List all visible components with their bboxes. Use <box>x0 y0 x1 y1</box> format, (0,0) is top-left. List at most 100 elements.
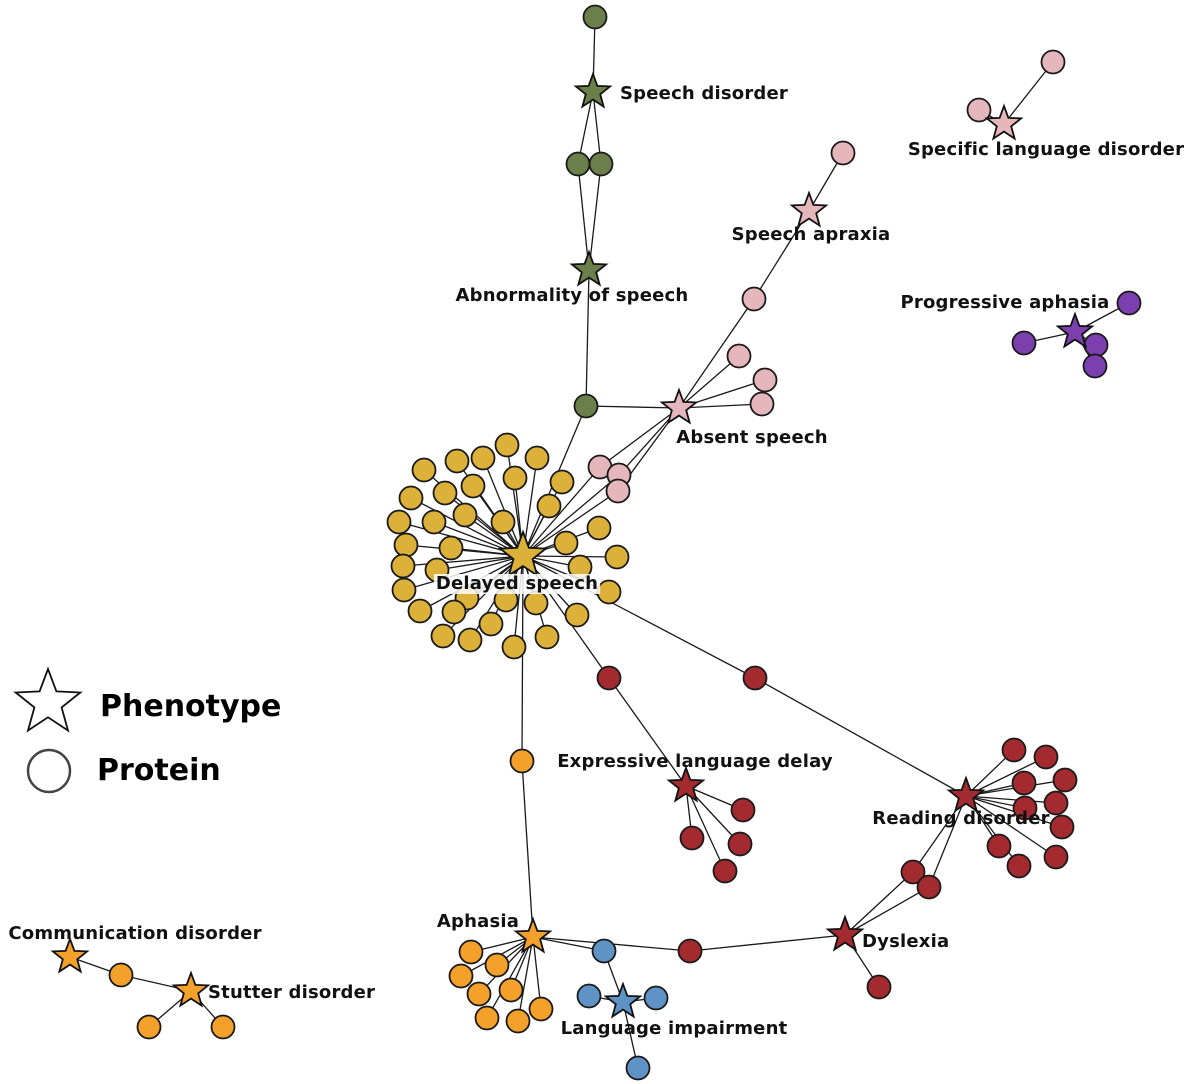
protein-node-y12 <box>452 502 478 528</box>
protein-node-b4 <box>625 1055 651 1081</box>
protein-node-y1 <box>494 432 520 458</box>
protein-node-y7 <box>502 465 528 491</box>
protein-node-y5 <box>411 457 437 483</box>
protein-node-y35 <box>534 624 560 650</box>
edge-r15-reading_disorder <box>965 795 1057 858</box>
protein-node-o1 <box>509 748 535 774</box>
edge-r6-expressive_language_delay <box>685 785 726 872</box>
protein-node-r14 <box>986 833 1012 859</box>
phenotype-star-communication_disorder <box>50 936 90 974</box>
edge-o9-aphasia <box>517 936 534 1022</box>
protein-node-y9 <box>432 480 458 506</box>
edge-g4-absent_speech <box>585 405 680 409</box>
protein-node-r8 <box>1033 744 1059 770</box>
edge-p5-absent_speech <box>678 355 740 409</box>
protein-node-p5 <box>726 343 752 369</box>
protein-node-o2 <box>458 939 484 965</box>
edge-p4-absent_speech <box>678 298 755 409</box>
protein-node-r15 <box>1043 844 1069 870</box>
edge-r2-reading_disorder <box>754 677 967 797</box>
edge-r19-dyslexia <box>689 934 846 952</box>
protein-node-y20 <box>604 544 630 570</box>
legend-protein-label: Protein <box>97 753 221 788</box>
legend-phenotype-label: Phenotype <box>100 689 281 724</box>
phenotype-star-speech_apraxia <box>789 190 829 228</box>
edge-p10-delayed_speech <box>522 490 619 557</box>
protein-node-u1 <box>1116 290 1142 316</box>
edge-y24-delayed_speech <box>403 555 524 591</box>
protein-node-o3 <box>484 952 510 978</box>
protein-node-r12 <box>1043 790 1069 816</box>
protein-node-y2 <box>444 448 470 474</box>
protein-node-y36 <box>501 634 527 660</box>
protein-node-r11 <box>1012 795 1038 821</box>
edge-y22-delayed_speech <box>436 555 524 571</box>
legend-circle-icon <box>26 748 72 794</box>
edge-r1-expressive_language_delay <box>608 677 687 787</box>
protein-node-r7 <box>1001 737 1027 763</box>
phenotype-label-communication_disorder: Communication disorder <box>8 923 261 944</box>
protein-node-o8 <box>474 1005 500 1031</box>
protein-node-r5 <box>727 831 753 857</box>
edge-o1-aphasia <box>521 760 534 938</box>
label-background <box>433 574 601 594</box>
protein-node-o10 <box>108 962 134 988</box>
protein-node-y32 <box>441 599 467 625</box>
phenotype-star-delayed_speech <box>497 529 549 578</box>
phenotype-star-aphasia <box>513 916 553 954</box>
protein-node-r3 <box>730 797 756 823</box>
protein-node-o12 <box>210 1014 236 1040</box>
edge-y3-delayed_speech <box>482 457 524 557</box>
phenotype-label-abnormality_of_speech: Abnormality of speech <box>456 285 689 306</box>
phenotype-label-specific_language_disorder: Specific language disorder <box>908 139 1184 160</box>
protein-node-p1 <box>1040 49 1066 75</box>
protein-node-y13 <box>490 509 516 535</box>
protein-node-r18 <box>916 874 942 900</box>
edge-y21-delayed_speech <box>402 555 524 567</box>
protein-node-y10 <box>398 485 424 511</box>
protein-node-y8 <box>549 469 575 495</box>
phenotype-label-absent_speech: Absent speech <box>676 427 828 448</box>
edge-p8-absent_speech <box>599 407 680 468</box>
protein-node-y21 <box>390 553 416 579</box>
protein-node-y4 <box>524 445 550 471</box>
protein-node-p10 <box>605 478 631 504</box>
protein-node-y19 <box>553 530 579 556</box>
phenotype-star-abnormality_of_speech <box>569 249 609 287</box>
protein-node-y14 <box>421 509 447 535</box>
protein-node-y29 <box>407 598 433 624</box>
edge-g2-abnormality_of_speech <box>577 163 590 271</box>
protein-node-p6 <box>752 367 778 393</box>
edge-g4-abnormality_of_speech <box>585 269 590 407</box>
protein-node-u4 <box>1082 353 1108 379</box>
edge-r18-reading_disorder <box>928 795 967 888</box>
protein-node-y18 <box>438 535 464 561</box>
protein-node-u2 <box>1011 330 1037 356</box>
protein-node-p7 <box>749 391 775 417</box>
protein-node-r1 <box>596 665 622 691</box>
protein-node-b2 <box>576 983 602 1009</box>
protein-node-o9 <box>505 1008 531 1034</box>
edge-r18-dyslexia <box>844 886 930 936</box>
protein-node-y15 <box>586 515 612 541</box>
phenotype-label-progressive_aphasia: Progressive aphasia <box>900 292 1109 313</box>
protein-node-r16 <box>1006 853 1032 879</box>
edge-y9-delayed_speech <box>444 492 524 557</box>
protein-node-y28 <box>523 590 549 616</box>
protein-node-r6 <box>712 858 738 884</box>
protein-node-r13 <box>1049 814 1075 840</box>
protein-node-o6 <box>466 981 492 1007</box>
legend-star-icon <box>13 666 83 733</box>
protein-node-u3 <box>1083 332 1109 358</box>
protein-node-r19 <box>677 938 703 964</box>
phenotype-label-aphasia: Aphasia <box>437 911 519 932</box>
protein-node-y24 <box>391 577 417 603</box>
phenotype-label-stutter_disorder: Stutter disorder <box>208 982 375 1003</box>
protein-node-y16 <box>386 509 412 535</box>
phenotype-star-stutter_disorder <box>171 970 211 1008</box>
phenotype-star-reading_disorder <box>946 775 986 813</box>
edge-y36-delayed_speech <box>513 555 524 648</box>
nodes-layer <box>50 4 1142 1081</box>
